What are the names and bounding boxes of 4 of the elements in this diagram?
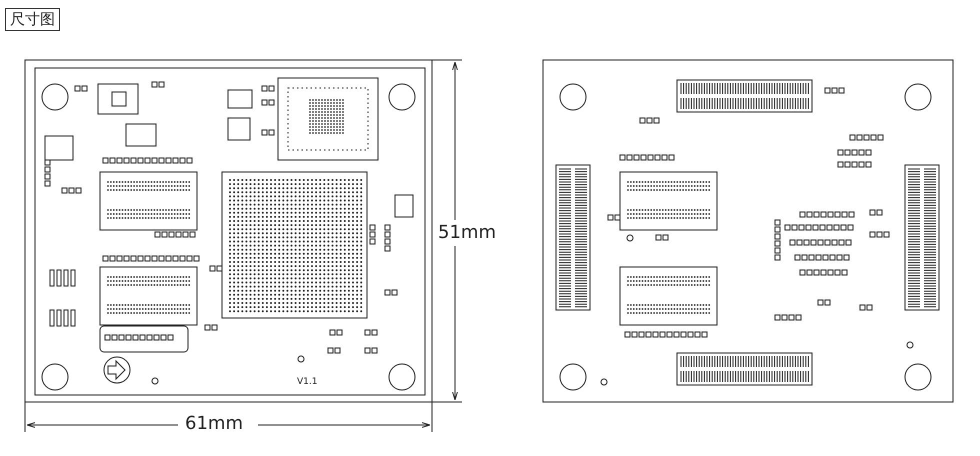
dimension-label: 61mm bbox=[185, 413, 243, 434]
title: 尺寸图 bbox=[5, 8, 60, 31]
version-label: V1.1 bbox=[297, 377, 318, 387]
dimension-label: 51mm bbox=[438, 222, 496, 243]
